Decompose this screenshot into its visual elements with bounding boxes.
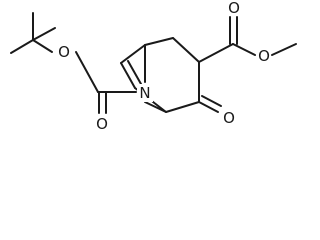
bond-oxygen-to-methyl bbox=[271, 43, 297, 56]
bond-ketone-double-2 bbox=[201, 95, 222, 107]
atom-labels: N O O O O O bbox=[58, 0, 270, 133]
bond-c1-c2 bbox=[172, 37, 200, 63]
bond-nitrogen-c4 bbox=[144, 101, 167, 113]
atom-label-nitrogen: N bbox=[139, 84, 150, 102]
bicyclic-core bbox=[120, 37, 200, 113]
bond-tbu-methyl-right bbox=[32, 27, 56, 41]
bond-c3-c4 bbox=[165, 101, 200, 113]
methyl-ester-group bbox=[198, 16, 297, 63]
atom-label-methyl-ester-carbonyl-oxygen: O bbox=[228, 0, 240, 17]
bond-c1-c7 bbox=[144, 37, 174, 46]
bond-tbu-to-oxygen bbox=[32, 39, 53, 53]
atom-label-boc-ester-oxygen: O bbox=[58, 43, 70, 61]
boc-carbamate-group bbox=[75, 51, 137, 114]
bond-ester-carbon-to-oxygen bbox=[232, 43, 256, 56]
bond-oxygen-to-carbonyl-carbon bbox=[75, 51, 99, 93]
bond-ketone-double-1 bbox=[198, 101, 219, 113]
bond-c2-ester-carbon bbox=[198, 43, 234, 63]
bond-c6-c5-double-2 bbox=[127, 60, 142, 85]
chemical-structure: N O O O O O bbox=[10, 0, 297, 133]
ketone-group bbox=[198, 95, 222, 113]
atom-label-ketone-oxygen: O bbox=[223, 109, 235, 127]
bond-c7-c6 bbox=[120, 44, 146, 64]
atom-label-methyl-ester-oxygen: O bbox=[258, 47, 270, 65]
tert-butyl-group bbox=[10, 12, 56, 54]
bond-c6-c5-double-1 bbox=[120, 62, 136, 89]
atom-label-boc-carbonyl-oxygen: O bbox=[96, 115, 108, 133]
bond-tbu-methyl-left bbox=[10, 39, 34, 54]
